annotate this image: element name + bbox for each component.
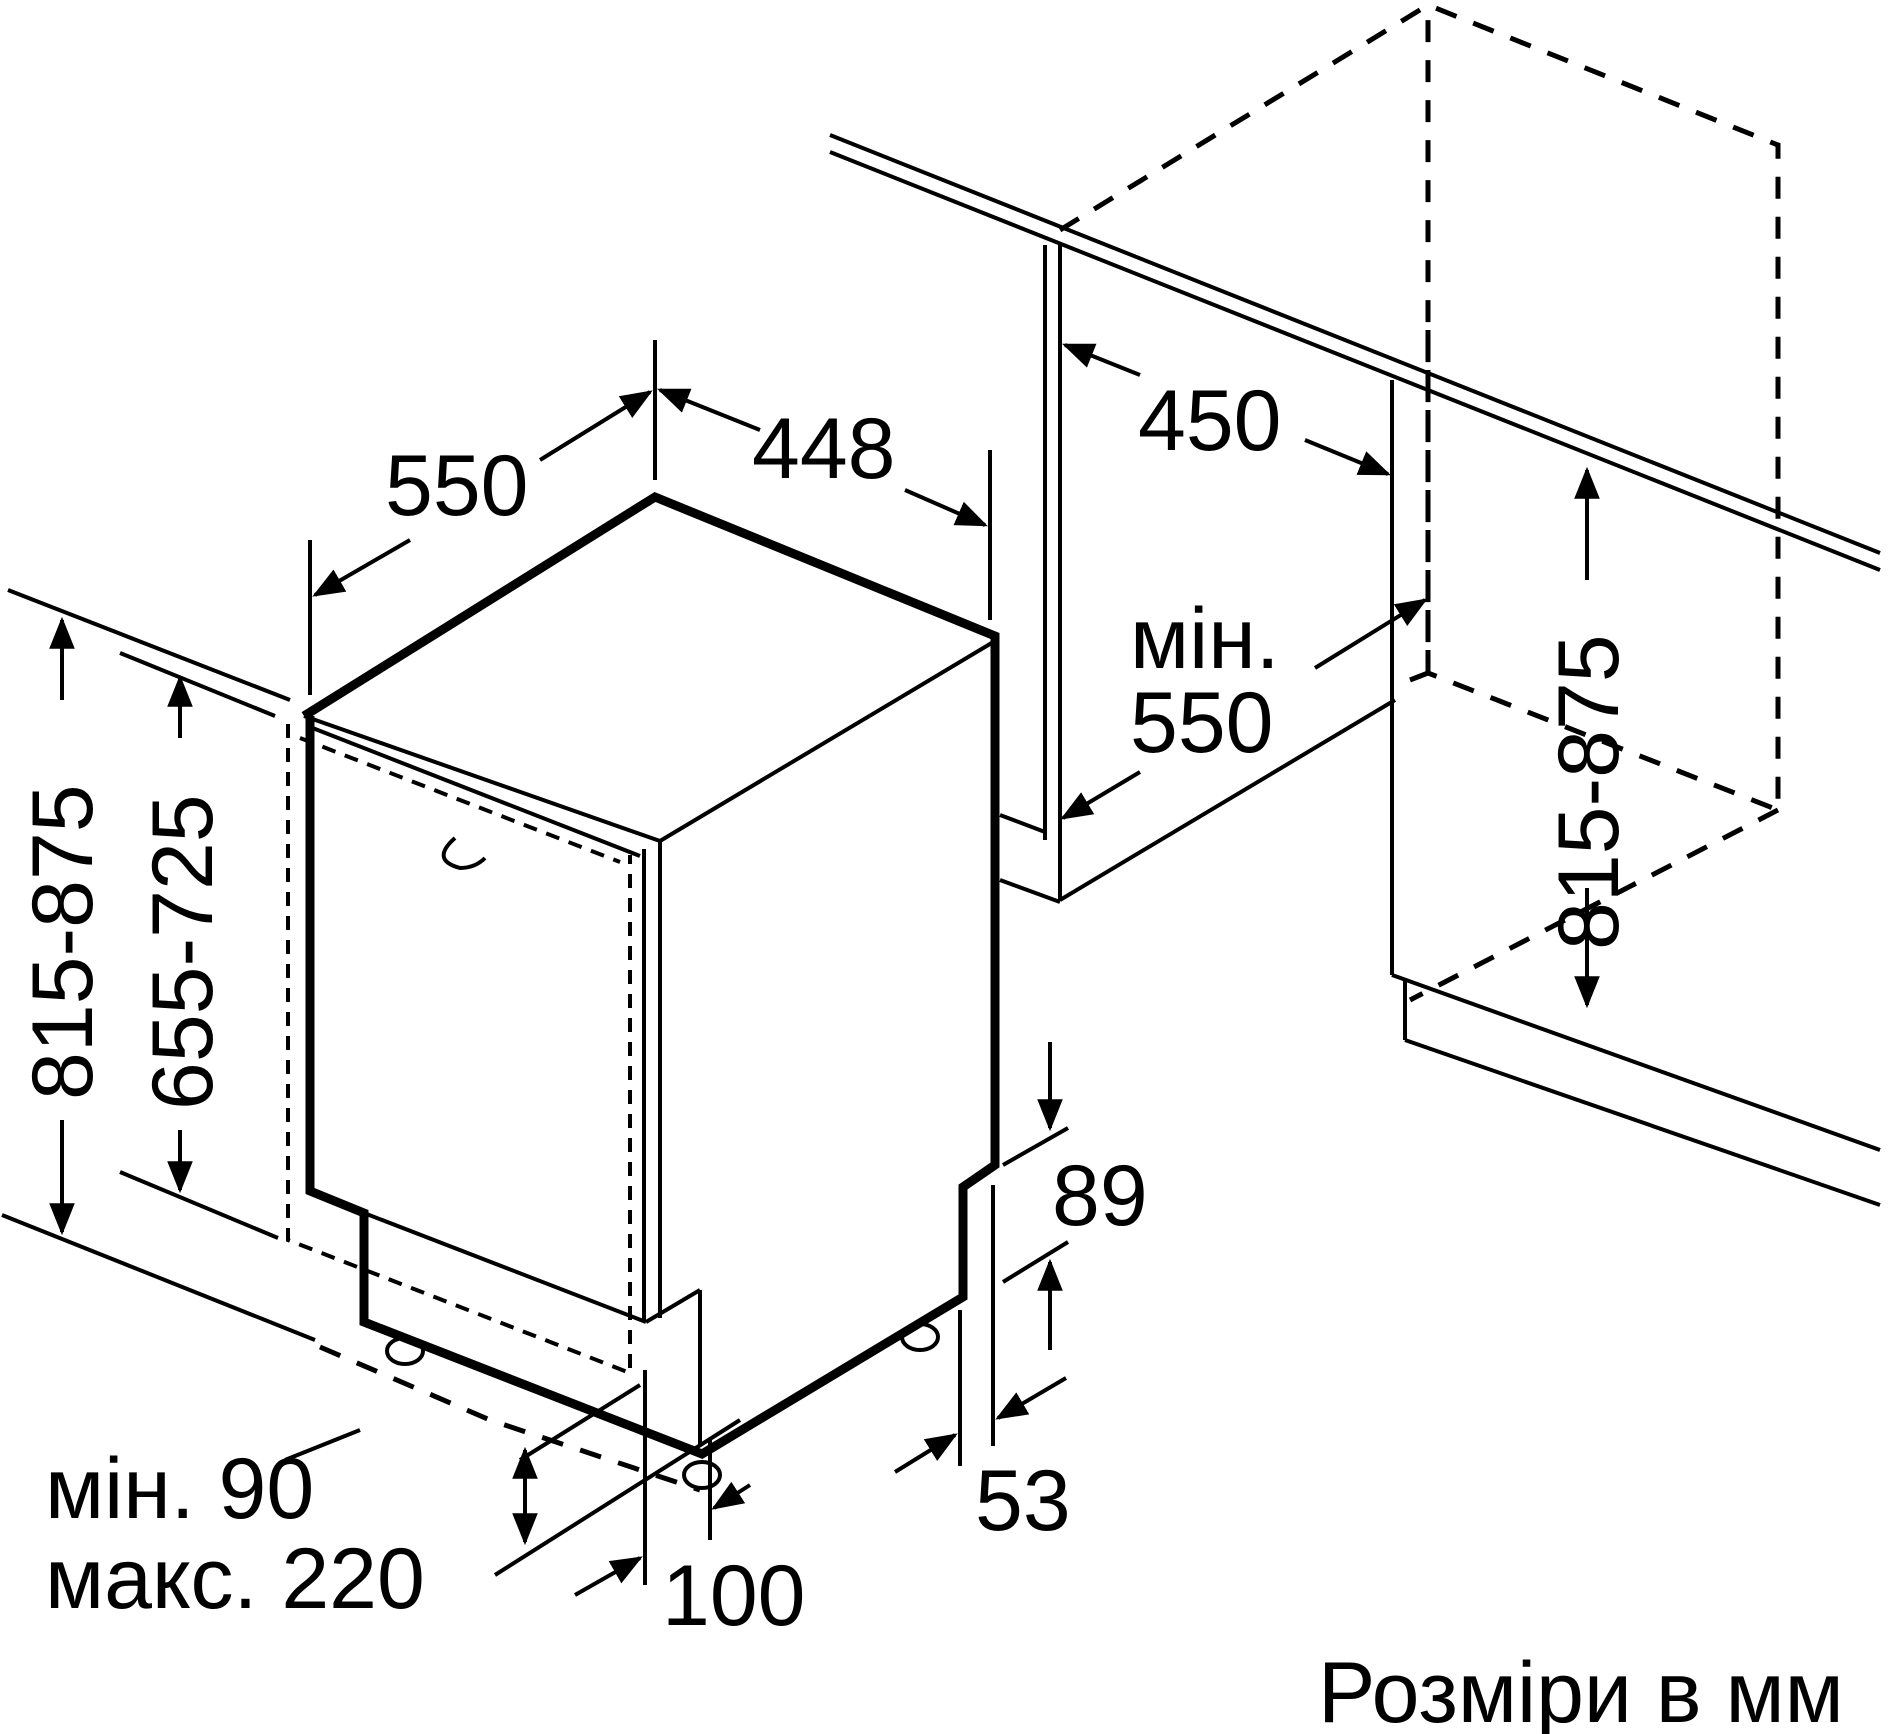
label-foot-53: 53: [975, 1453, 1071, 1549]
label-depth-550: 550: [385, 438, 529, 534]
label-plinth-max-220: макс. 220: [45, 1531, 425, 1627]
label-plinth-89: 89: [1052, 1148, 1148, 1244]
label-niche-width-450: 450: [1138, 373, 1282, 469]
label-width-448: 448: [752, 401, 896, 497]
label-height-815-875-left: 815-875: [15, 784, 111, 1100]
floor-lines-left: [1, 588, 316, 1342]
caption-units: Розміри в мм: [1318, 1645, 1844, 1734]
niche-cabinet: [829, 2, 1881, 1207]
label-niche-depth-550: 550: [1130, 675, 1274, 771]
label-niche-height-815-875: 815-875: [1541, 634, 1637, 950]
handle-icon: [441, 836, 487, 871]
label-niche-min: мін.: [1130, 591, 1280, 687]
label-gap-100: 100: [662, 1548, 806, 1644]
label-door-655-725: 655-725: [135, 794, 231, 1110]
label-plinth-min-90: мін. 90: [45, 1441, 314, 1537]
foot-icon: [385, 1322, 940, 1490]
dimension-lines: [49, 340, 1600, 1597]
appliance-body: [286, 491, 1000, 1493]
